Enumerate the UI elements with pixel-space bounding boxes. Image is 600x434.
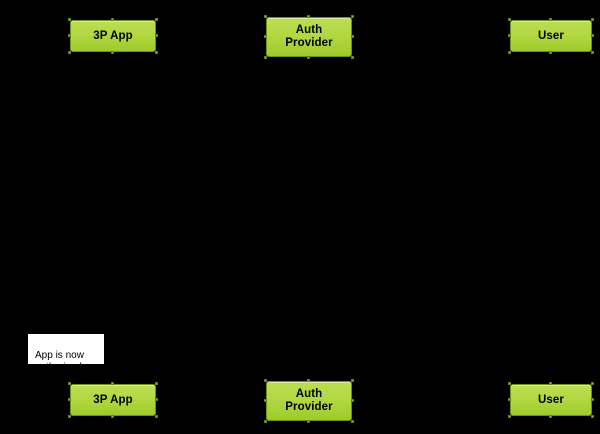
selection-handle-bottom-left-icon[interactable]: [264, 56, 267, 59]
selection-handle-left-center-icon[interactable]: [68, 34, 71, 37]
selection-handle-left-center-icon[interactable]: [68, 398, 71, 401]
selection-handle-bottom-center-icon[interactable]: [549, 51, 552, 54]
selection-handle-top-right-icon[interactable]: [591, 18, 594, 21]
participant-footer-3p-app-label: 3P App: [93, 393, 133, 406]
selection-handle-bottom-left-icon[interactable]: [508, 415, 511, 418]
selection-handle-right-center-icon[interactable]: [155, 34, 158, 37]
selection-handle-bottom-right-icon[interactable]: [591, 51, 594, 54]
lifeline-user[interactable]: [551, 52, 552, 384]
selection-handle-right-center-icon[interactable]: [351, 35, 354, 38]
note-app-authorized[interactable]: App is now authorized: [27, 333, 105, 373]
participant-footer-3p-app[interactable]: 3P App: [68, 382, 158, 418]
selection-handle-bottom-center-icon[interactable]: [111, 415, 114, 418]
lifeline-auth-provider[interactable]: [309, 57, 310, 381]
participant-footer-auth-provider[interactable]: Auth Provider: [264, 379, 354, 423]
selection-handle-top-left-icon[interactable]: [508, 18, 511, 21]
selection-handle-top-right-icon[interactable]: [155, 382, 158, 385]
selection-handle-top-right-icon[interactable]: [591, 382, 594, 385]
participant-header-auth-provider-label: Auth Provider: [285, 24, 333, 49]
selection-handle-top-right-icon[interactable]: [155, 18, 158, 21]
selection-handle-left-center-icon[interactable]: [264, 35, 267, 38]
selection-handle-top-left-icon[interactable]: [264, 379, 267, 382]
selection-handle-bottom-left-icon[interactable]: [68, 51, 71, 54]
lifeline-3p-app[interactable]: [113, 52, 114, 384]
selection-handle-bottom-left-icon[interactable]: [508, 51, 511, 54]
participant-header-auth-provider[interactable]: Auth Provider: [264, 15, 354, 59]
selection-handle-top-center-icon[interactable]: [111, 382, 114, 385]
selection-handle-right-center-icon[interactable]: [591, 34, 594, 37]
selection-handle-top-center-icon[interactable]: [307, 15, 310, 18]
selection-handle-top-left-icon[interactable]: [68, 18, 71, 21]
selection-handle-left-center-icon[interactable]: [508, 34, 511, 37]
selection-handle-top-left-icon[interactable]: [68, 382, 71, 385]
selection-handle-left-center-icon[interactable]: [508, 398, 511, 401]
selection-handle-bottom-right-icon[interactable]: [591, 415, 594, 418]
participant-header-user-label: User: [538, 29, 564, 42]
participant-footer-user[interactable]: User: [508, 382, 594, 418]
selection-handle-top-left-icon[interactable]: [508, 382, 511, 385]
participant-header-user[interactable]: User: [508, 18, 594, 54]
note-app-authorized-text: App is now authorized: [35, 350, 84, 373]
selection-handle-bottom-right-icon[interactable]: [351, 56, 354, 59]
selection-handle-top-right-icon[interactable]: [351, 15, 354, 18]
selection-handle-bottom-center-icon[interactable]: [549, 415, 552, 418]
selection-handle-bottom-right-icon[interactable]: [351, 420, 354, 423]
selection-handle-top-center-icon[interactable]: [549, 18, 552, 21]
selection-handle-right-center-icon[interactable]: [591, 398, 594, 401]
selection-handle-top-right-icon[interactable]: [351, 379, 354, 382]
selection-handle-bottom-center-icon[interactable]: [307, 420, 310, 423]
selection-handle-left-center-icon[interactable]: [264, 399, 267, 402]
selection-handle-bottom-left-icon[interactable]: [264, 420, 267, 423]
selection-handle-top-center-icon[interactable]: [307, 379, 310, 382]
selection-handle-top-left-icon[interactable]: [264, 15, 267, 18]
selection-handle-bottom-right-icon[interactable]: [155, 51, 158, 54]
selection-handle-bottom-right-icon[interactable]: [155, 415, 158, 418]
participant-header-3p-app[interactable]: 3P App: [68, 18, 158, 54]
participant-footer-user-label: User: [538, 393, 564, 406]
selection-handle-bottom-center-icon[interactable]: [111, 51, 114, 54]
participant-footer-auth-provider-label: Auth Provider: [285, 388, 333, 413]
selection-handle-right-center-icon[interactable]: [155, 398, 158, 401]
selection-handle-top-center-icon[interactable]: [111, 18, 114, 21]
participant-header-3p-app-label: 3P App: [93, 29, 133, 42]
selection-handle-bottom-left-icon[interactable]: [68, 415, 71, 418]
selection-handle-right-center-icon[interactable]: [351, 399, 354, 402]
selection-handle-top-center-icon[interactable]: [549, 382, 552, 385]
selection-handle-bottom-center-icon[interactable]: [307, 56, 310, 59]
